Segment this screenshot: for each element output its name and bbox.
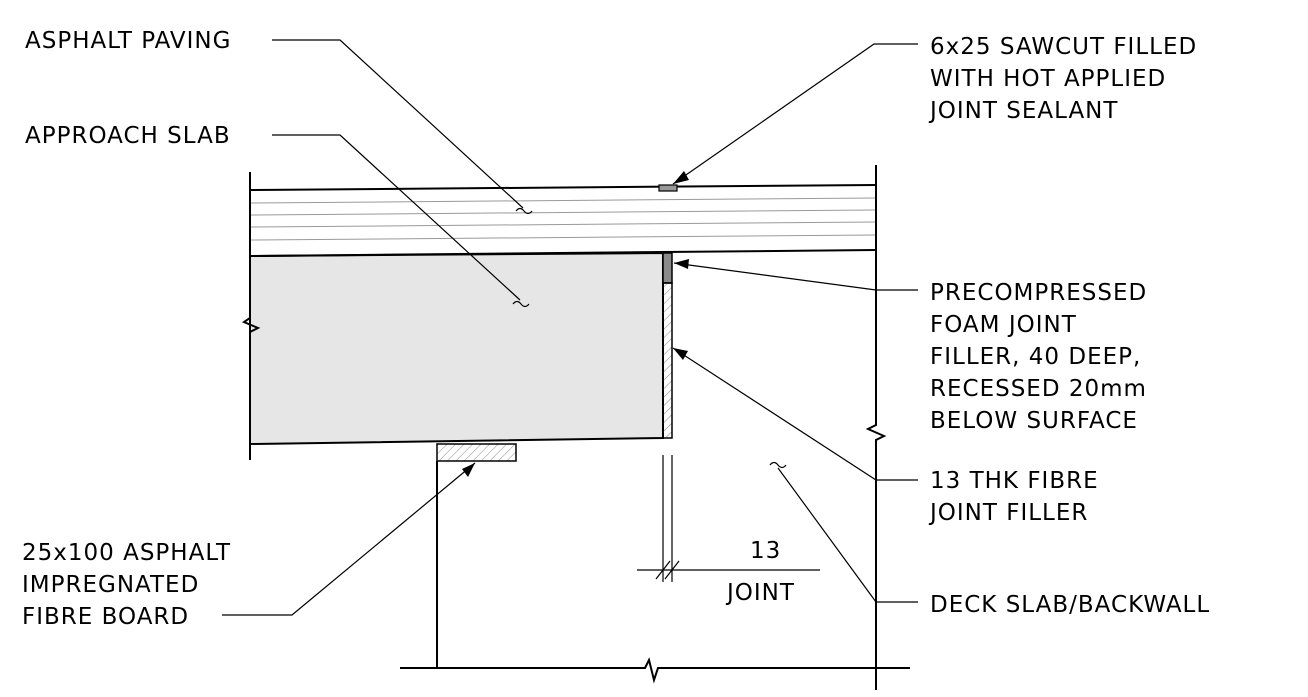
label-fibre-board-2: IMPREGNATED xyxy=(22,572,199,598)
leader-sawcut xyxy=(672,43,918,185)
left-break-line xyxy=(241,172,261,460)
label-fibre-filler-2: JOINT FILLER xyxy=(928,500,1088,526)
slab-material-tick xyxy=(512,300,530,308)
fibre-joint-filler xyxy=(662,282,673,439)
label-fibre-board-3: FIBRE BOARD xyxy=(22,604,189,630)
label-foam-1: PRECOMPRESSED xyxy=(930,280,1147,306)
leader-approach-slab xyxy=(272,134,521,301)
label-foam-5: BELOW SURFACE xyxy=(930,408,1138,434)
leader-fibre-filler xyxy=(672,347,918,481)
leader-asphalt-paving xyxy=(272,39,524,209)
label-fibre-board-1: 25x100 ASPHALT xyxy=(22,540,231,566)
fibre-board xyxy=(436,443,517,462)
label-foam-2: FOAM JOINT xyxy=(930,312,1077,338)
foam-joint-filler xyxy=(662,252,673,284)
joint-dimension: 13 JOINT xyxy=(637,538,820,606)
leader-fibre-board xyxy=(222,462,476,616)
label-sawcut-1: 6x25 SAWCUT FILLED xyxy=(930,34,1197,60)
label-fibre-filler-1: 13 THK FIBRE xyxy=(930,468,1099,494)
dimension-label: JOINT xyxy=(725,580,795,606)
label-approach-slab: APPROACH SLAB xyxy=(25,123,231,149)
approach-slab-body xyxy=(249,251,664,446)
dimension-value: 13 xyxy=(750,538,781,564)
leader-foam-filler xyxy=(673,259,918,291)
leader-deck-slab xyxy=(777,467,918,603)
deck-right-break-line xyxy=(865,165,887,690)
deck-material-tick xyxy=(769,461,787,469)
sawcut-sealant xyxy=(658,184,678,192)
asphalt-paving-layer xyxy=(249,184,877,257)
bottom-break-line xyxy=(400,657,910,684)
label-sawcut-2: WITH HOT APPLIED xyxy=(930,66,1166,92)
paving-material-tick xyxy=(515,207,533,215)
label-deck-slab: DECK SLAB/BACKWALL xyxy=(930,592,1210,618)
label-foam-3: FILLER, 40 DEEP, xyxy=(930,344,1141,370)
label-foam-4: RECESSED 20mm xyxy=(930,376,1147,402)
label-sawcut-3: JOINT SEALANT xyxy=(928,98,1118,124)
label-asphalt-paving: ASPHALT PAVING xyxy=(25,28,231,54)
